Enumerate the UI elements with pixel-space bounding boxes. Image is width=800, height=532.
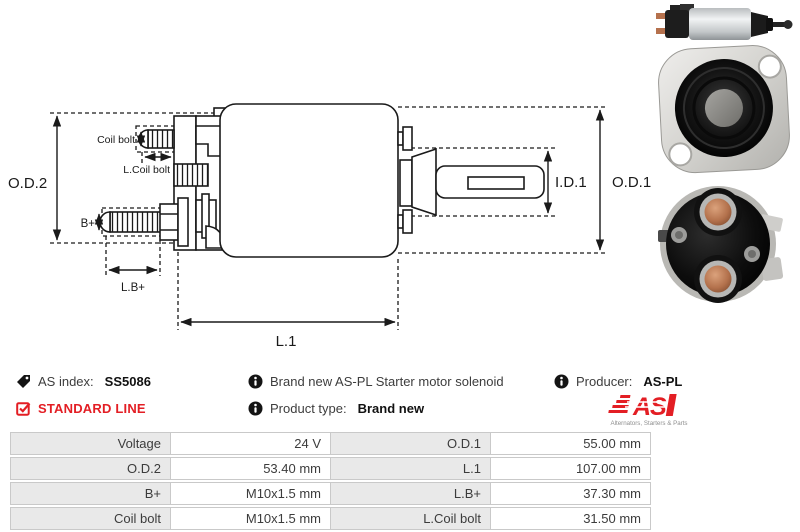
solenoid-outline xyxy=(99,103,545,258)
dim-label-bplus: B+ xyxy=(81,218,96,230)
spec-value: 53.40 mm xyxy=(170,457,331,480)
standard-line-label: STANDARD LINE xyxy=(38,401,146,416)
spec-value: 107.00 mm xyxy=(490,457,651,480)
spec-label: Coil bolt xyxy=(10,507,171,530)
spec-value: 37.30 mm xyxy=(490,482,651,505)
spec-table: Voltage 24 V O.D.1 55.00 mm O.D.2 53.40 … xyxy=(10,432,652,532)
dim-label-id1: I.D.1 xyxy=(555,174,587,191)
dim-label-od1: O.D.1 xyxy=(612,174,651,191)
spec-label: O.D.1 xyxy=(330,432,491,455)
product-type-label: Product type: xyxy=(270,401,347,416)
product-type-value: Brand new xyxy=(357,401,425,416)
spec-label: O.D.2 xyxy=(10,457,171,480)
info-icon xyxy=(248,374,263,389)
spec-row: Coil bolt M10x1.5 mm L.Coil bolt 31.50 m… xyxy=(10,507,652,530)
spec-label: Voltage xyxy=(10,432,171,455)
spec-value: M10x1.5 mm xyxy=(170,482,331,505)
as-index-value: SS5086 xyxy=(104,374,151,389)
spec-label: B+ xyxy=(10,482,171,505)
standard-line-row: STANDARD LINE xyxy=(16,400,146,417)
product-photo-front xyxy=(658,45,790,174)
spec-value: 55.00 mm xyxy=(490,432,651,455)
spec-row: Voltage 24 V O.D.1 55.00 mm xyxy=(10,432,652,455)
dim-label-lcoil-bolt: L.Coil bolt xyxy=(123,164,170,176)
description-text: Brand new AS-PL Starter motor solenoid xyxy=(270,374,504,389)
info-icon xyxy=(554,374,569,389)
product-type-row: Product type: Brand new xyxy=(248,400,424,417)
producer-label: Producer: xyxy=(576,374,633,389)
as-index-label: AS index: xyxy=(38,374,94,389)
checkbox-checked-icon xyxy=(16,402,31,416)
rear-terminal-bottom xyxy=(694,255,742,303)
spec-row: O.D.2 53.40 mm L.1 107.00 mm xyxy=(10,457,652,480)
description-row: Brand new AS-PL Starter motor solenoid xyxy=(248,373,504,390)
dim-label-od2: O.D.2 xyxy=(8,175,47,192)
technical-drawing: O.D.2 O.D.1 I.D.1 L.1 Coil bolt L.Coil b… xyxy=(8,103,651,350)
dim-label-l1: L.1 xyxy=(276,333,297,350)
producer-value: AS-PL xyxy=(643,374,683,389)
rear-terminal-top xyxy=(694,188,742,236)
spec-value: M10x1.5 mm xyxy=(170,507,331,530)
dimension-arrows xyxy=(52,109,605,327)
spec-label: L.Coil bolt xyxy=(330,507,491,530)
as-index-row: AS index: SS5086 xyxy=(16,373,151,390)
producer-row: Producer: AS-PL xyxy=(554,373,682,390)
info-icon xyxy=(248,401,263,416)
as-pl-logo: AS Alternators, Starters & Parts xyxy=(597,392,701,430)
tag-icon xyxy=(17,375,30,388)
dim-label-coil-bolt: Coil bolt xyxy=(97,134,135,146)
spec-value: 24 V xyxy=(170,432,331,455)
spec-row: B+ M10x1.5 mm L.B+ 37.30 mm xyxy=(10,482,652,505)
product-photo-rear xyxy=(658,186,784,303)
logo-subtext: Alternators, Starters & Parts xyxy=(610,420,687,427)
dim-label-lbplus: L.B+ xyxy=(121,282,145,294)
spec-label: L.1 xyxy=(330,457,491,480)
spec-label: L.B+ xyxy=(330,482,491,505)
product-photo-side xyxy=(656,4,793,40)
spec-value: 31.50 mm xyxy=(490,507,651,530)
